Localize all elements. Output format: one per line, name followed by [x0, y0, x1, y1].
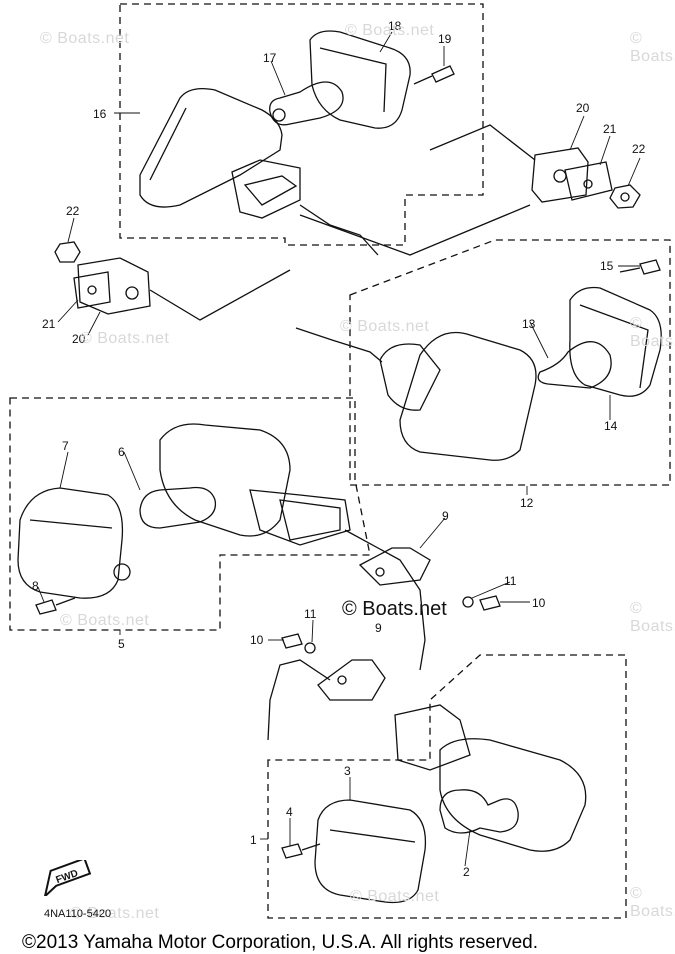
lens-16	[139, 87, 301, 219]
watermark: © Boats.net	[80, 330, 170, 347]
stay-20-left	[77, 257, 151, 315]
callout-20-right: 20	[576, 101, 590, 115]
callout-3: 3	[344, 764, 351, 778]
callout-20-left: 20	[72, 332, 86, 346]
watermark: © Boats.net	[70, 905, 160, 922]
callout-4: 4	[286, 805, 293, 819]
screw-19	[413, 65, 455, 85]
watermark: © Boats.net	[350, 888, 440, 905]
washer-11-upper	[462, 596, 474, 608]
link-line-16	[299, 204, 531, 256]
callout-11-lower: 11	[304, 607, 317, 621]
housing-5	[159, 423, 351, 546]
nut-22-left	[54, 241, 81, 263]
callout-8: 8	[32, 579, 39, 593]
callout-10-lower: 10	[250, 633, 264, 647]
callout-17: 17	[263, 51, 277, 65]
nut-22-right	[609, 184, 641, 209]
callout-11-upper: 11	[504, 574, 517, 588]
fwd-arrow-icon: FWD	[43, 860, 92, 896]
bulb-13	[537, 341, 612, 389]
callout-13: 13	[522, 317, 536, 331]
watermark: © Boats.net	[40, 30, 130, 47]
callout-22-left: 22	[66, 204, 80, 218]
plate-21-right	[564, 161, 613, 201]
watermark: © Boats.net	[630, 30, 675, 65]
assembly-5-boundary	[9, 397, 371, 631]
screw-15	[619, 259, 661, 275]
plate-21-left	[73, 271, 111, 309]
assembly-1-boundary	[267, 654, 627, 919]
screw-10-upper	[479, 595, 501, 611]
callout-21-left: 21	[42, 317, 56, 331]
callout-10-upper: 10	[532, 596, 546, 610]
callout-9-lower: 9	[375, 621, 382, 635]
callout-21-right: 21	[603, 122, 617, 136]
assembly-12-boundary	[349, 239, 671, 486]
lens-14	[569, 286, 662, 397]
screw-4	[281, 843, 321, 859]
watermark: © Boats.net	[630, 315, 675, 350]
callout-5: 5	[118, 637, 125, 651]
stay-20-right	[531, 147, 589, 203]
lens-3	[314, 799, 427, 904]
callout-2: 2	[463, 865, 470, 879]
lens-12	[295, 327, 537, 461]
copyright: ©2013 Yamaha Motor Corporation, U.S.A. A…	[22, 932, 538, 953]
wire-1	[267, 659, 331, 741]
washer-11-lower	[304, 642, 316, 654]
lens-18	[309, 30, 411, 129]
assembly-16-boundary	[119, 3, 484, 246]
callout-22-right: 22	[632, 142, 646, 156]
watermark: © Boats.net	[60, 612, 150, 629]
link-line-right	[429, 124, 536, 161]
callout-9-upper: 9	[442, 509, 449, 523]
watermark: © Boats.net	[345, 22, 435, 39]
callout-14: 14	[604, 419, 618, 433]
callout-12: 12	[520, 496, 534, 510]
leader-lines	[37, 31, 641, 867]
diagram-code: 4NA110-5420	[44, 908, 112, 920]
callout-15: 15	[600, 259, 614, 273]
wire-16	[299, 204, 379, 256]
callout-1: 1	[250, 833, 257, 847]
watermark-center: © Boats.net	[342, 598, 447, 620]
callout-7: 7	[62, 439, 69, 453]
bulb-17	[269, 81, 344, 126]
bracket-9-upper	[358, 547, 431, 586]
callout-18: 18	[388, 19, 402, 33]
bracket-9-lower	[317, 659, 386, 701]
housing-1	[394, 704, 587, 852]
link-line-left	[149, 269, 291, 321]
watermark: © Boats.net	[630, 600, 675, 635]
callout-6: 6	[118, 445, 125, 459]
bulb-6	[139, 486, 217, 529]
callout-16: 16	[93, 107, 107, 121]
callout-19: 19	[438, 32, 452, 46]
watermark: © Boats.net	[340, 318, 430, 335]
lens-7	[17, 487, 131, 599]
wire-5	[344, 529, 426, 671]
bulb-2	[439, 789, 519, 834]
screw-8	[35, 597, 76, 615]
screw-10-lower	[281, 633, 303, 649]
watermark: © Boats.net	[630, 885, 675, 920]
